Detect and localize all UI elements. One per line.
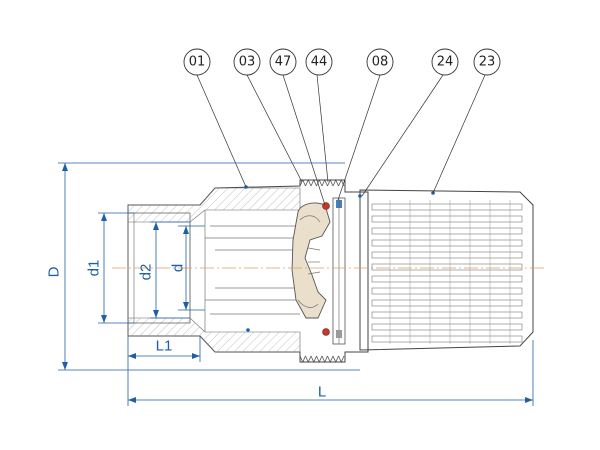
thread-tooth xyxy=(332,355,339,363)
balloon-01: 01 xyxy=(183,48,211,76)
dimension-L-label: L xyxy=(318,384,326,401)
balloon-44: 44 xyxy=(305,48,333,76)
nut-rib xyxy=(371,215,523,223)
dimension-d: d xyxy=(170,225,205,311)
thread-tooth xyxy=(299,355,306,363)
balloon-24: 24 xyxy=(431,48,459,76)
balloon-44-label: 44 xyxy=(311,55,328,70)
thread-tooth xyxy=(338,355,345,363)
dimension-L1-label: L1 xyxy=(156,338,173,355)
thread-tooth xyxy=(310,355,317,363)
thread-tooth xyxy=(327,179,334,187)
dimension-d2-label: d2 xyxy=(138,264,155,281)
body-part-01 xyxy=(127,179,369,363)
nut-rib xyxy=(371,299,523,307)
balloon-47-label: 47 xyxy=(275,55,292,70)
thread-tooth xyxy=(321,355,328,363)
balloon-03: 03 xyxy=(233,48,261,76)
o-ring-part-44 xyxy=(322,202,330,336)
thread-part-03 xyxy=(299,179,345,363)
clip-ring-part-47 xyxy=(291,202,331,319)
thread-tooth xyxy=(316,355,323,363)
nut-rib xyxy=(371,227,523,235)
balloon-08: 08 xyxy=(366,48,394,76)
nut-rib xyxy=(371,323,523,331)
nut-part-23 xyxy=(359,189,534,351)
thread-tooth xyxy=(310,179,317,187)
thread-tooth xyxy=(316,179,323,187)
balloon-24-label: 24 xyxy=(437,55,454,70)
balloon-23: 23 xyxy=(473,48,501,76)
dimension-d1-label: d1 xyxy=(86,260,103,277)
nut-rib xyxy=(371,251,523,259)
thread-tooth xyxy=(332,179,339,187)
nut-rib xyxy=(371,203,523,211)
dimension-D-label: D xyxy=(46,266,63,277)
dimension-d-label: d xyxy=(170,264,187,272)
balloon-47: 47 xyxy=(269,48,297,76)
thread-tooth xyxy=(327,355,334,363)
balloon-03-label: 03 xyxy=(239,55,256,70)
thread-tooth xyxy=(299,179,306,187)
balloon-23-label: 23 xyxy=(479,55,496,70)
nut-rib xyxy=(371,263,523,271)
dimension-d2: d2 xyxy=(138,221,190,319)
balloon-01-label: 01 xyxy=(189,55,206,70)
leader-lines xyxy=(196,74,486,206)
nut-rib xyxy=(371,311,523,319)
dimension-D: D xyxy=(46,162,360,371)
dimension-L: L xyxy=(127,340,534,406)
nut-rib xyxy=(371,287,523,295)
balloon-08-label: 08 xyxy=(372,55,389,70)
nut-rib xyxy=(371,335,523,343)
dimension-d1: d1 xyxy=(86,212,134,324)
thread-tooth xyxy=(305,355,312,363)
nut-rib xyxy=(371,275,523,283)
thread-tooth xyxy=(305,179,312,187)
nut-rib xyxy=(371,239,523,247)
thread-tooth xyxy=(321,179,328,187)
insert-part-08 xyxy=(332,197,346,345)
dimension-L1: L1 xyxy=(127,336,201,362)
